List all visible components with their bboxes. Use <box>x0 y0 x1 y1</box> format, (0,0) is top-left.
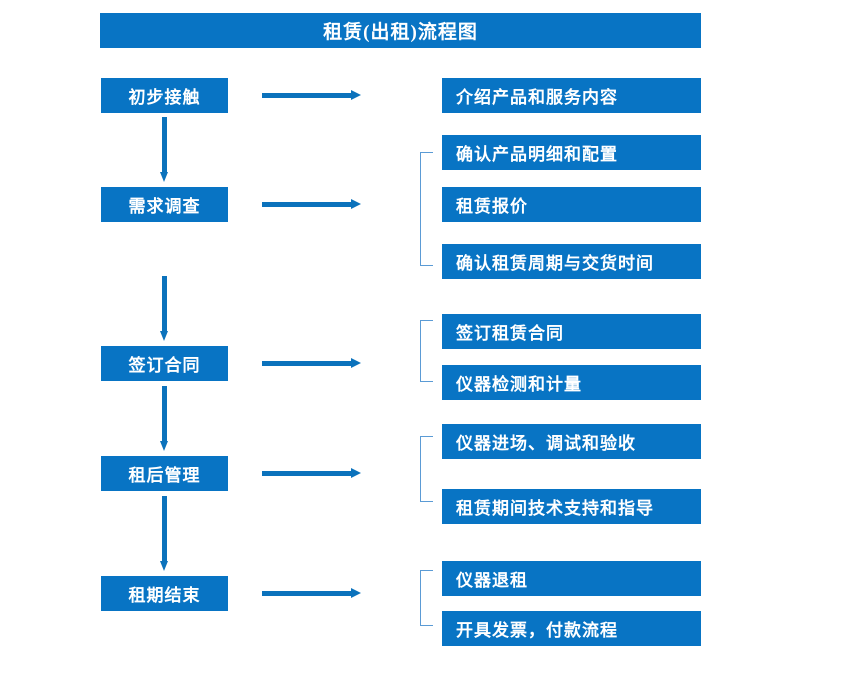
detail-box-5[interactable]: 签订租赁合同 <box>442 314 701 349</box>
right-arrow-icon-3 <box>262 358 361 369</box>
group-bracket-4 <box>420 570 433 626</box>
arrow-head <box>351 90 361 100</box>
arrow-shaft <box>262 591 352 596</box>
stage-box-1[interactable]: 初步接触 <box>101 78 228 113</box>
arrow-shaft <box>262 93 352 98</box>
group-bracket-3 <box>420 436 433 502</box>
arrow-head <box>160 331 168 341</box>
right-arrow-icon-2 <box>262 199 361 210</box>
down-arrow-icon-1 <box>160 117 169 182</box>
detail-box-10[interactable]: 开具发票，付款流程 <box>442 611 701 646</box>
arrow-head <box>351 199 361 209</box>
right-arrow-icon-1 <box>262 90 361 101</box>
arrow-head <box>160 561 168 571</box>
arrow-head <box>351 358 361 368</box>
arrow-head <box>351 468 361 478</box>
stage-box-3[interactable]: 签订合同 <box>101 346 228 381</box>
right-arrow-icon-5 <box>262 588 361 599</box>
page-title: 租赁(出租)流程图 <box>100 13 701 48</box>
stage-box-5[interactable]: 租期结束 <box>101 576 228 611</box>
detail-box-3[interactable]: 租赁报价 <box>442 187 701 222</box>
arrow-shaft <box>262 202 352 207</box>
detail-box-1[interactable]: 介绍产品和服务内容 <box>442 78 701 113</box>
down-arrow-icon-3 <box>160 386 169 451</box>
stage-box-4[interactable]: 租后管理 <box>101 456 228 491</box>
arrow-head <box>160 441 168 451</box>
down-arrow-icon-2 <box>160 276 169 341</box>
arrow-shaft <box>262 361 352 366</box>
detail-box-9[interactable]: 仪器退租 <box>442 561 701 596</box>
stage-box-2[interactable]: 需求调查 <box>101 187 228 222</box>
right-arrow-icon-4 <box>262 468 361 479</box>
group-bracket-2 <box>420 320 433 382</box>
group-bracket-1 <box>420 152 433 266</box>
arrow-shaft <box>162 117 167 173</box>
detail-box-2[interactable]: 确认产品明细和配置 <box>442 135 701 170</box>
detail-box-8[interactable]: 租赁期间技术支持和指导 <box>442 489 701 524</box>
arrow-shaft <box>162 276 167 332</box>
arrow-head <box>351 588 361 598</box>
down-arrow-icon-4 <box>160 496 169 571</box>
arrow-shaft <box>162 496 167 562</box>
arrow-shaft <box>262 471 352 476</box>
arrow-shaft <box>162 386 167 442</box>
detail-box-7[interactable]: 仪器进场、调试和验收 <box>442 424 701 459</box>
detail-box-4[interactable]: 确认租赁周期与交货时间 <box>442 244 701 279</box>
detail-box-6[interactable]: 仪器检测和计量 <box>442 365 701 400</box>
arrow-head <box>160 172 168 182</box>
